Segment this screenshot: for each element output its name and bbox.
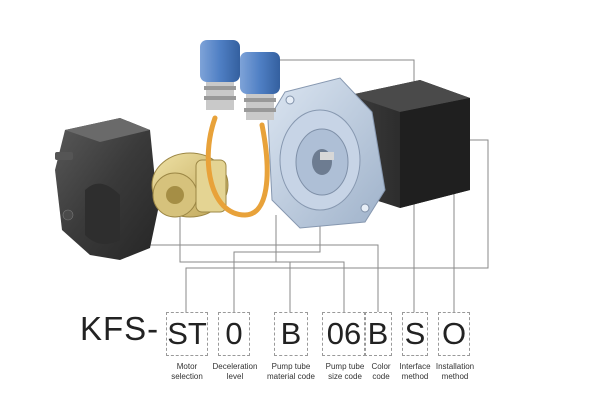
connector-deceleration xyxy=(233,220,321,312)
label-tube-size: Pump tube size code xyxy=(310,362,380,382)
label-installation-line1: Installation xyxy=(435,362,475,371)
tube-connector-knob-right xyxy=(240,52,280,120)
roller-assembly xyxy=(151,152,229,218)
label-deceleration-level: Deceleration level xyxy=(200,362,270,382)
label-deceleration-line2: level xyxy=(226,372,244,381)
code-box-interface: S xyxy=(402,312,428,356)
label-motor-line2: selection xyxy=(171,372,203,381)
connector-tube-size xyxy=(179,210,345,312)
code-box-motor: ST xyxy=(166,312,208,356)
tube-connector-knob-left xyxy=(200,40,240,110)
model-prefix: KFS- xyxy=(80,310,160,347)
label-motor-selection: Motor selection xyxy=(152,362,222,382)
code-box-deceleration: 0 xyxy=(218,312,250,356)
label-tube-size-line1: Pump tube xyxy=(325,362,365,371)
label-interface-method: Interface method xyxy=(380,362,450,382)
label-color-code: Color code xyxy=(346,362,416,382)
code-box-installation: O xyxy=(438,312,470,356)
connector-motor-selection xyxy=(185,139,489,312)
label-interface-line1: Interface xyxy=(399,362,431,371)
label-installation-method: Installation method xyxy=(420,362,490,382)
label-tube-size-line2: size code xyxy=(328,372,362,381)
pump-tube xyxy=(205,115,270,218)
mounting-plate xyxy=(267,77,386,229)
label-tube-material-line2: material code xyxy=(266,372,316,381)
connector-tube-material xyxy=(275,215,291,312)
code-box-tube-size: 06 xyxy=(322,312,366,356)
label-color-line1: Color xyxy=(371,362,391,371)
label-tube-material-line1: Pump tube xyxy=(271,362,311,371)
label-color-line2: code xyxy=(372,372,390,381)
label-tube-material: Pump tube material code xyxy=(256,362,326,382)
label-installation-line2: method xyxy=(441,372,469,381)
label-interface-line2: method xyxy=(401,372,429,381)
code-box-color: B xyxy=(364,312,392,356)
code-box-tube-material: B xyxy=(274,312,308,356)
label-motor-line1: Motor xyxy=(176,362,198,371)
label-deceleration-line1: Deceleration xyxy=(212,362,258,371)
pump-head-housing xyxy=(55,118,158,260)
